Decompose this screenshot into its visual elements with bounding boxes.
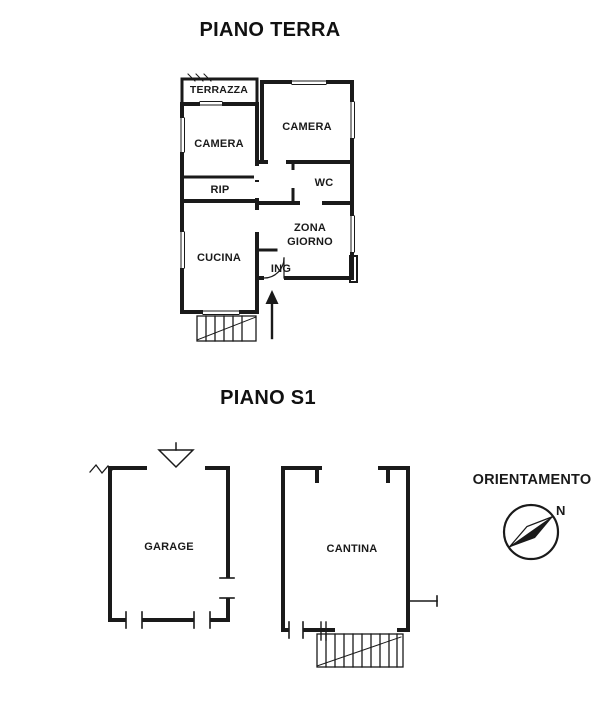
- piano-terra-title: PIANO TERRA: [199, 19, 341, 41]
- room-label-camera-left: CAMERA: [194, 138, 244, 150]
- room-label-zona-giorno: ZONA GIORNO: [287, 222, 333, 249]
- room-label-camera-right: CAMERA: [282, 121, 332, 133]
- piano-s1-plan: [89, 442, 438, 668]
- room-label-rip: RIP: [210, 184, 230, 196]
- windows-terra: [179, 79, 355, 315]
- orientation-label: ORIENTAMENTO: [472, 472, 592, 488]
- north-label: N: [556, 503, 566, 518]
- room-label-wc: WC: [314, 177, 334, 189]
- room-label-cucina: CUCINA: [197, 252, 241, 264]
- piano-terra-plan: [179, 73, 358, 342]
- stairs-terra: [196, 315, 257, 342]
- left-block-outline: [180, 102, 259, 314]
- compass-icon: [502, 503, 560, 561]
- room-label-garage: GARAGE: [144, 541, 194, 553]
- room-label-cantina: CANTINA: [326, 543, 378, 555]
- garage-door-icon: [157, 442, 195, 469]
- entry-arrow-icon: [265, 290, 279, 340]
- stairs-s1: [316, 633, 404, 668]
- room-label-terrazza: TERRAZZA: [189, 84, 249, 96]
- piano-s1-title: PIANO S1: [220, 387, 316, 409]
- room-label-ing: ING: [270, 263, 292, 275]
